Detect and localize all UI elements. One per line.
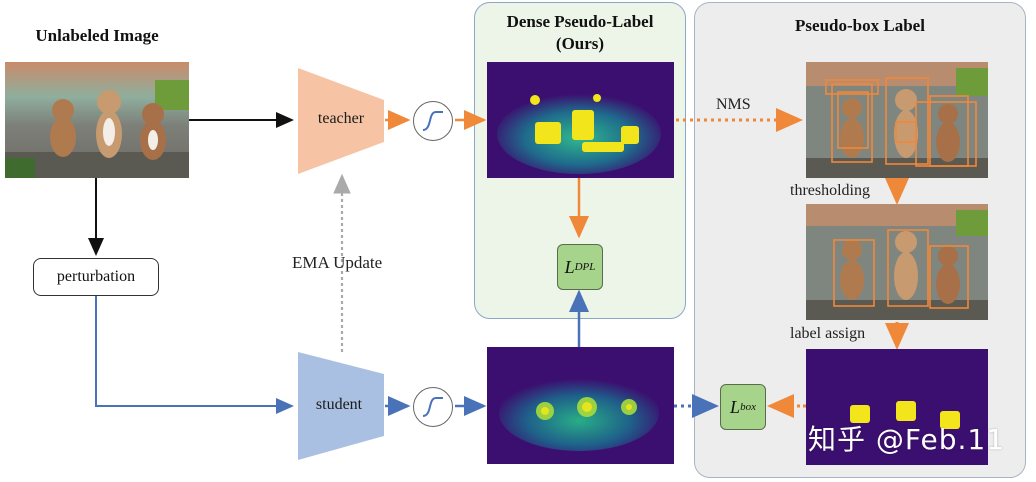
thresholding-label: thresholding: [790, 182, 870, 199]
arrow-perturbation-to-student: [95, 294, 294, 414]
watermark: 知乎 @Feb.11: [808, 423, 1006, 456]
nms-boxes-photo: [806, 62, 988, 178]
loss-box-symbol: L: [730, 396, 741, 417]
nms-label: NMS: [716, 96, 751, 113]
teacher-label: teacher: [317, 110, 365, 127]
dog-photo-illustration: [5, 62, 189, 178]
nms-boxes-illustration: [806, 62, 988, 178]
threshold-boxes-photo: [806, 204, 988, 320]
student-heatmap-illustration: [487, 347, 674, 464]
pseudo-box-label-title: Pseudo-box Label: [795, 16, 925, 35]
teacher-heatmap-illustration: [487, 62, 674, 178]
dense-pseudo-label-title: Dense Pseudo-Label: [506, 12, 654, 31]
teacher-dense-heatmap: [487, 62, 674, 178]
sigmoid-icon: [422, 397, 443, 417]
student-label: student: [315, 396, 363, 413]
unlabeled-image-title: Unlabeled Image: [35, 26, 159, 45]
loss-dpl-symbol: L: [564, 256, 575, 277]
loss-box-subscript: box: [740, 401, 756, 413]
teacher-network-shape: [298, 68, 384, 174]
perturbation-node: perturbation: [33, 258, 159, 296]
assigned-label-map: [806, 349, 988, 465]
assigned-label-illustration: [806, 349, 988, 465]
sigmoid-icon: [422, 111, 443, 131]
ema-update-label: EMA Update: [292, 253, 383, 272]
sigmoid-teacher: [413, 101, 453, 141]
sigmoid-student: [413, 387, 453, 427]
student-dense-heatmap: [487, 347, 674, 464]
unlabeled-dog-photo: [5, 62, 189, 178]
threshold-boxes-illustration: [806, 204, 988, 320]
loss-dpl-subscript: DPL: [574, 261, 596, 273]
dense-pseudo-label-subtitle: (Ours): [555, 34, 605, 53]
student-network-shape: [298, 352, 384, 460]
label-assign-label: label assign: [790, 325, 866, 342]
